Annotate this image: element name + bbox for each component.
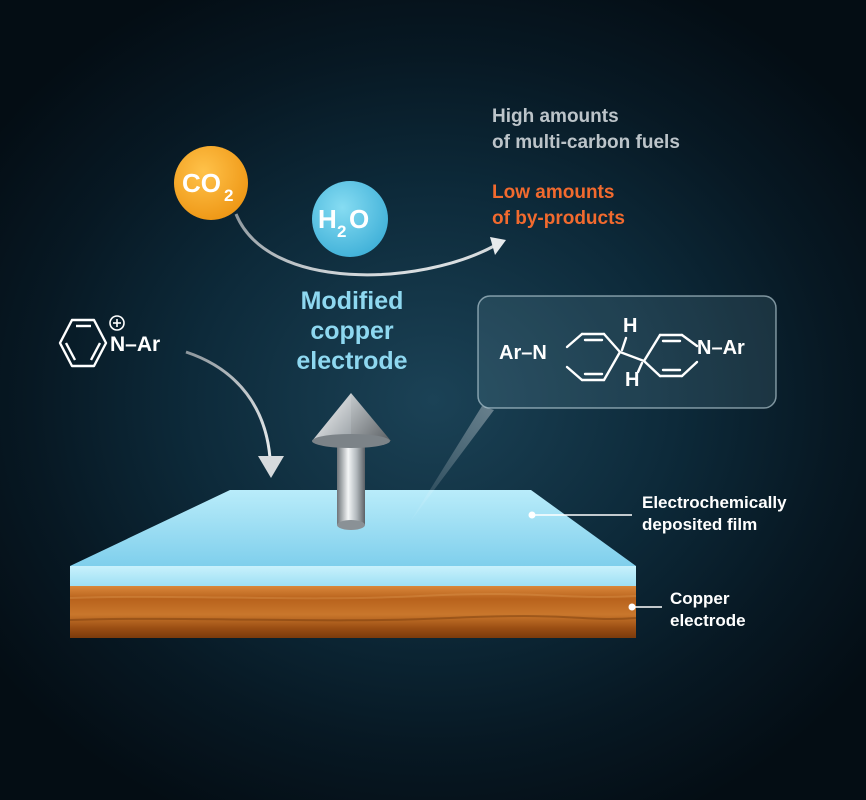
film-label: Electrochemically deposited film	[642, 492, 787, 536]
h2o-o: O	[349, 204, 369, 234]
copper-leader	[628, 603, 662, 611]
title-line2: copper	[310, 317, 394, 345]
bipyridine-left-label: Ar–N	[499, 342, 547, 364]
multi-carbon-fuels-line1: High amounts	[492, 106, 619, 127]
bipyridine-h-top: H	[623, 315, 638, 337]
co2-molecule: CO 2	[174, 146, 248, 220]
film-label-line2: deposited film	[642, 515, 758, 534]
bipyridine-h-bottom: H	[625, 369, 640, 391]
co2-label: CO	[182, 168, 221, 198]
reaction-arrow	[234, 213, 506, 277]
up-arrow-icon	[312, 393, 391, 530]
byproducts-line1: Low amounts	[492, 182, 615, 203]
bipyridine-callout-box	[477, 295, 777, 409]
film-label-line1: Electrochemically	[642, 493, 787, 512]
positive-charge-icon	[109, 315, 125, 331]
pyridinium-structure	[58, 318, 108, 368]
pyridinium-arrow	[185, 350, 284, 478]
byproducts-line2: of by-products	[492, 208, 625, 229]
modified-copper-electrode-title: Modified copper electrode	[232, 286, 472, 376]
bipyridine-right-label: N–Ar	[697, 337, 745, 359]
copper-electrode-layer	[69, 586, 637, 638]
copper-label: Copper electrode	[670, 588, 746, 632]
copper-label-line2: electrode	[670, 611, 746, 630]
co2-subscript: 2	[224, 186, 233, 205]
h2o-molecule: H 2 O	[312, 181, 388, 257]
title-line1: Modified	[300, 287, 404, 315]
copper-label-line1: Copper	[670, 589, 730, 608]
h2o-h: H	[318, 204, 337, 234]
h2o-subscript: 2	[337, 222, 346, 241]
byproducts-label: Low amounts of by-products	[492, 180, 625, 232]
film-leader	[528, 511, 632, 519]
multi-carbon-fuels-label: High amounts of multi-carbon fuels	[492, 104, 680, 156]
title-line3: electrode	[296, 347, 408, 375]
bipyridine-structure	[565, 332, 699, 382]
pyridinium-label: N–Ar	[110, 333, 161, 356]
zoom-beam	[410, 406, 494, 522]
multi-carbon-fuels-line2: of multi-carbon fuels	[492, 132, 680, 153]
